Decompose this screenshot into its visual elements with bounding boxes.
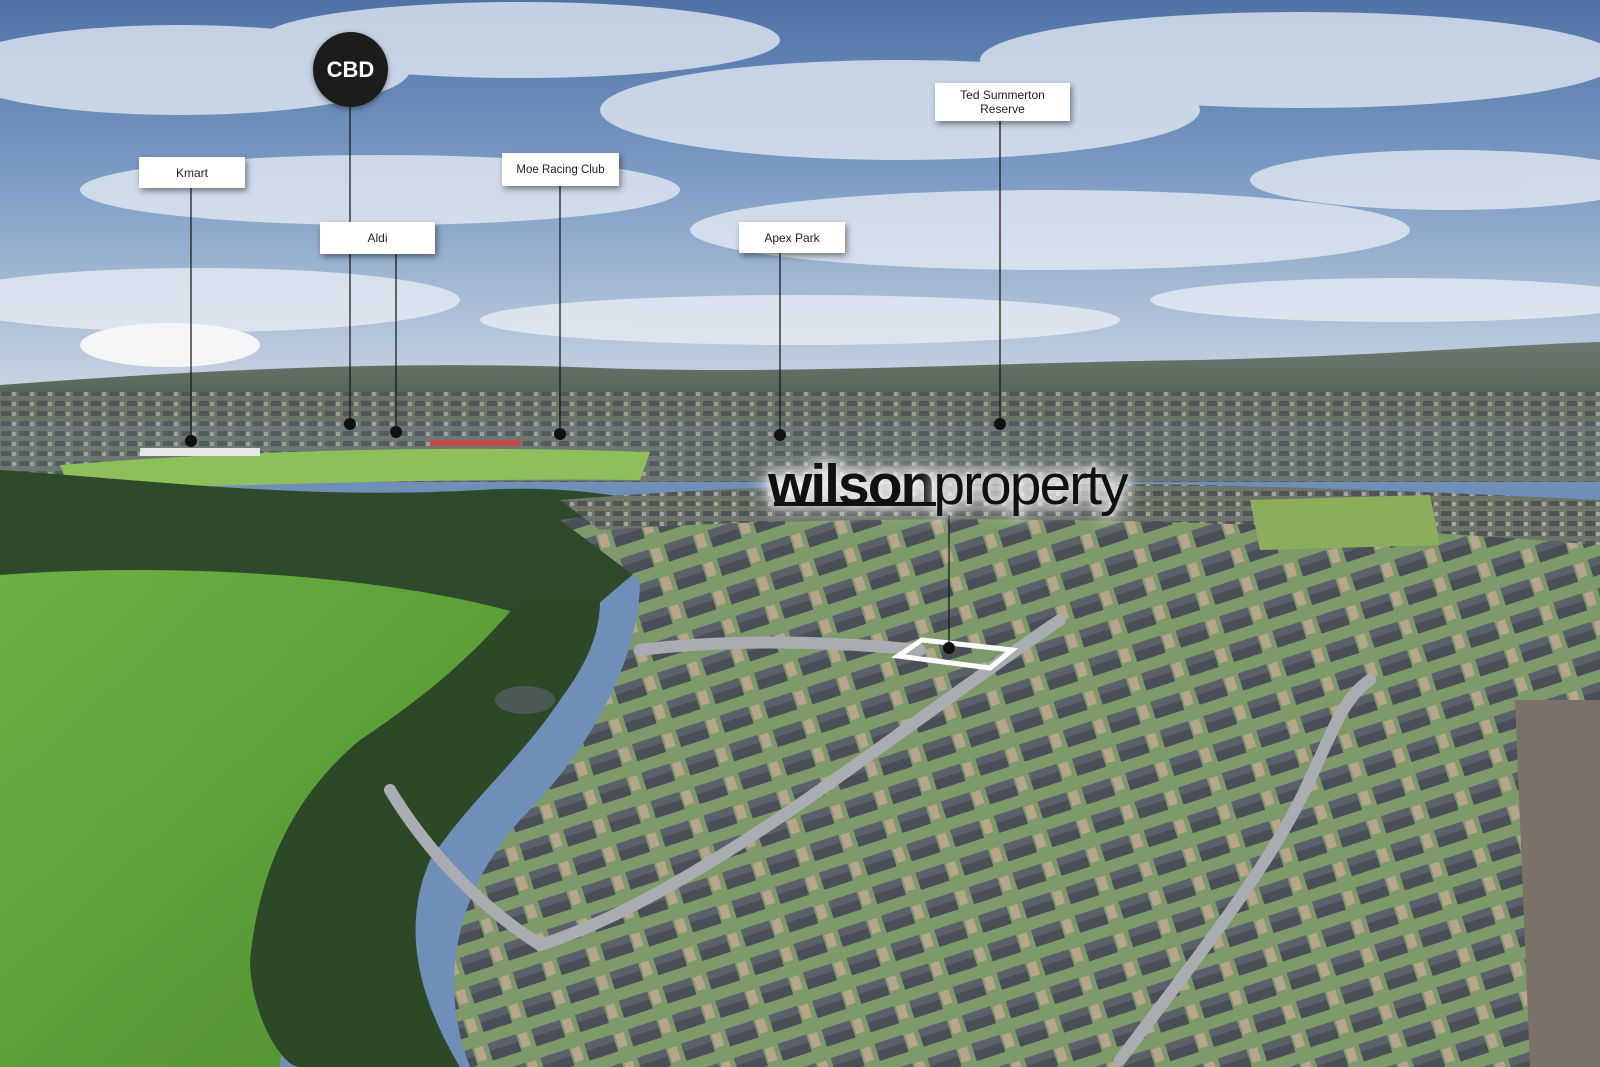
aldi-label: Aldi bbox=[320, 222, 435, 254]
ted-summerton-line2: Reserve bbox=[980, 102, 1025, 116]
logo-bold-text: wilson bbox=[768, 453, 935, 517]
ted-summerton-line1: Ted Summerton bbox=[960, 88, 1045, 102]
ted-summerton-reserve-label: Ted Summerton Reserve bbox=[935, 83, 1070, 121]
kmart-label: Kmart bbox=[139, 157, 245, 188]
apex-park-label: Apex Park bbox=[739, 222, 845, 253]
moe-racing-club-label: Moe Racing Club bbox=[502, 153, 619, 186]
wilson-property-logo: wilsonproperty bbox=[768, 452, 1128, 520]
cbd-badge: CBD bbox=[313, 32, 388, 107]
logo-light-text: property bbox=[933, 453, 1128, 517]
logo-underline bbox=[774, 502, 936, 506]
